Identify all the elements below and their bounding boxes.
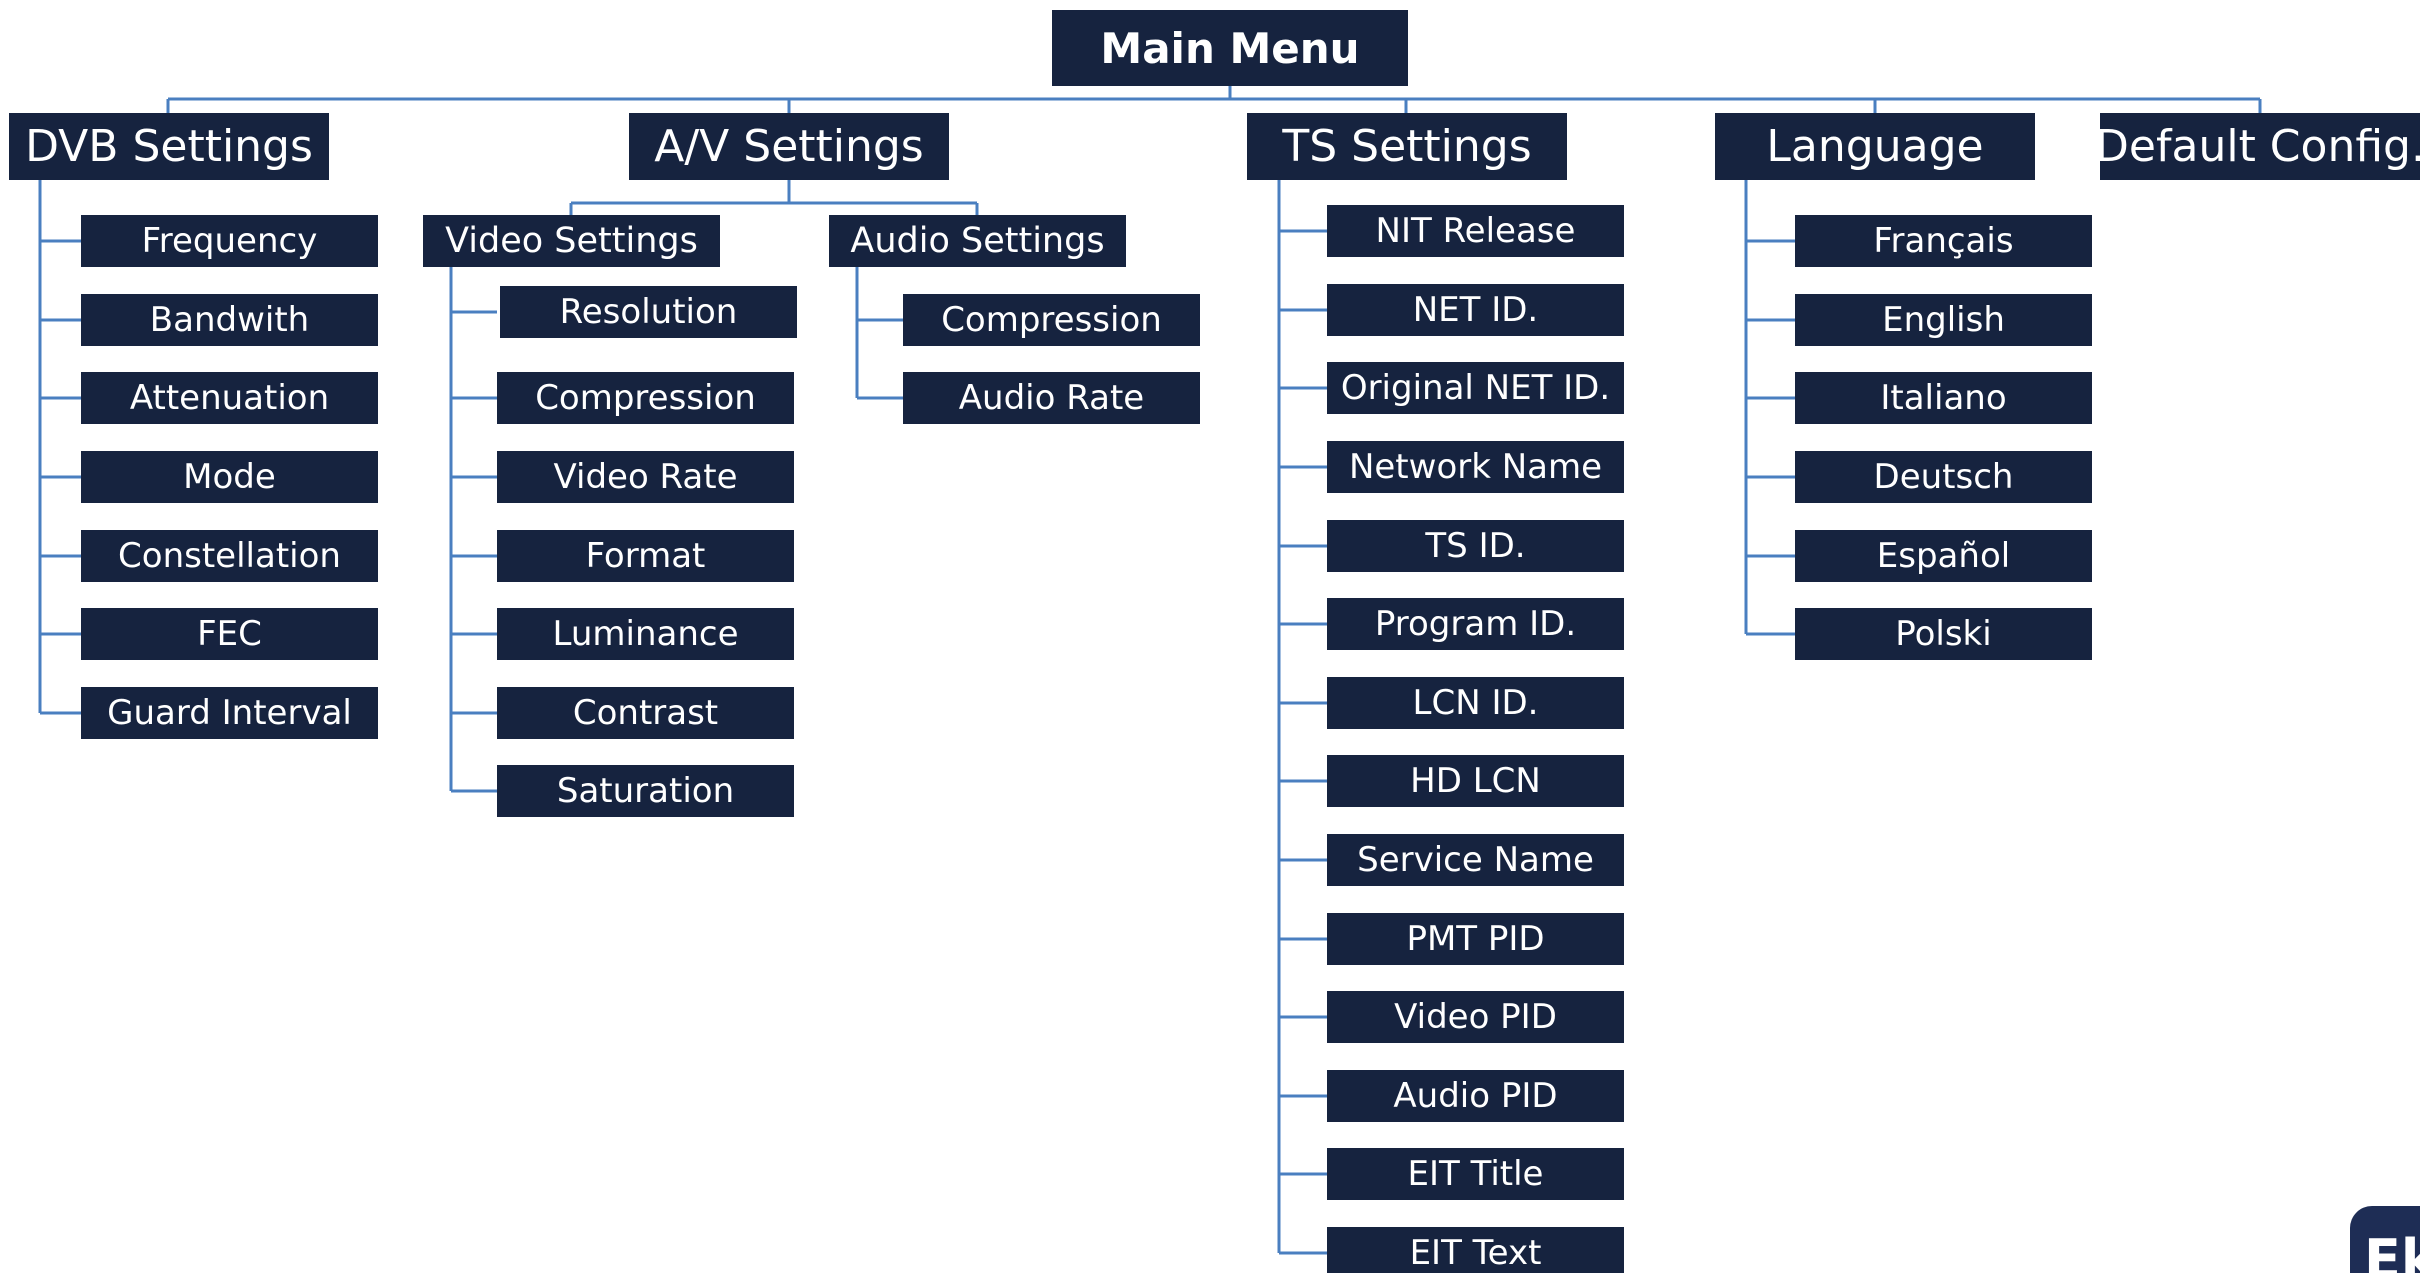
- language-item-english: English: [1795, 294, 2092, 346]
- video-item-format: Format: [497, 530, 794, 582]
- ts-item-nit-release: NIT Release: [1327, 205, 1624, 257]
- subgroup-video-settings: Video Settings: [423, 215, 720, 267]
- video-item-compression: Compression: [497, 372, 794, 424]
- branch-default-config: Default Config.: [2095, 113, 2420, 180]
- branch-dvb-settings: DVB Settings: [9, 113, 329, 180]
- language-item-espanol: Español: [1795, 530, 2092, 582]
- language-item-deutsch: Deutsch: [1795, 451, 2092, 503]
- ts-item-original-net-id: Original NET ID.: [1327, 362, 1624, 414]
- dvb-item-attenuation: Attenuation: [81, 372, 378, 424]
- ts-item-network-name: Network Name: [1327, 441, 1624, 493]
- corner-logo-badge: Ek: [2350, 1206, 2420, 1273]
- dvb-item-fec: FEC: [81, 608, 378, 660]
- ts-item-program-id: Program ID.: [1327, 598, 1624, 650]
- language-item-polski: Polski: [1795, 608, 2092, 660]
- ts-item-net-id: NET ID.: [1327, 284, 1624, 336]
- branch-av-settings: A/V Settings: [629, 113, 949, 180]
- ts-item-ts-id: TS ID.: [1327, 520, 1624, 572]
- ts-item-service-name: Service Name: [1327, 834, 1624, 886]
- root-main-menu: Main Menu: [1052, 10, 1408, 86]
- ts-item-audio-pid: Audio PID: [1327, 1070, 1624, 1122]
- audio-item-audio-rate: Audio Rate: [903, 372, 1200, 424]
- language-item-francais: Français: [1795, 215, 2092, 267]
- ts-item-eit-text: EIT Text: [1327, 1227, 1624, 1273]
- video-item-resolution: Resolution: [500, 286, 797, 338]
- ts-item-eit-title: EIT Title: [1327, 1148, 1624, 1200]
- dvb-item-bandwith: Bandwith: [81, 294, 378, 346]
- branch-ts-settings: TS Settings: [1247, 113, 1567, 180]
- video-item-luminance: Luminance: [497, 608, 794, 660]
- video-item-video-rate: Video Rate: [497, 451, 794, 503]
- dvb-item-mode: Mode: [81, 451, 378, 503]
- language-item-italiano: Italiano: [1795, 372, 2092, 424]
- dvb-item-constellation: Constellation: [81, 530, 378, 582]
- subgroup-audio-settings: Audio Settings: [829, 215, 1126, 267]
- ts-item-lcn-id: LCN ID.: [1327, 677, 1624, 729]
- dvb-item-frequency: Frequency: [81, 215, 378, 267]
- ts-item-video-pid: Video PID: [1327, 991, 1624, 1043]
- video-item-saturation: Saturation: [497, 765, 794, 817]
- video-item-contrast: Contrast: [497, 687, 794, 739]
- branch-language: Language: [1715, 113, 2035, 180]
- ts-item-hd-lcn: HD LCN: [1327, 755, 1624, 807]
- audio-item-compression: Compression: [903, 294, 1200, 346]
- dvb-item-guard-interval: Guard Interval: [81, 687, 378, 739]
- ts-item-pmt-pid: PMT PID: [1327, 913, 1624, 965]
